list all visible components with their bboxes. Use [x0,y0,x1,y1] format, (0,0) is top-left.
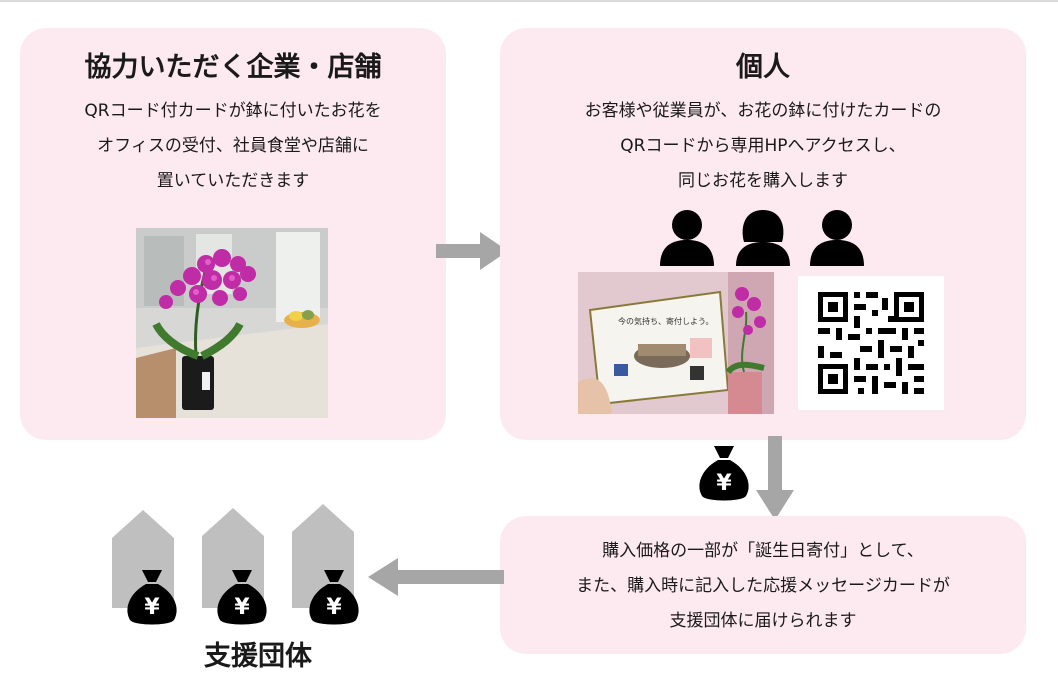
companies-title: 協力いただく企業・店舗 [84,52,382,83]
donation-panel: 購入価格の一部が「誕生日寄付」として、 また、購入時に記入した応援メッセージカー… [500,516,1026,654]
person-icon [808,208,866,270]
individuals-panel: 個人 お客様や従業員が、お花の鉢に付けたカードの QRコードから専用HPへアクセ… [500,28,1026,440]
house-icon [292,504,354,612]
yen-symbol: ¥ [716,471,732,496]
arrow-right-icon [436,232,508,274]
money-bag-icon: ¥ [306,566,362,630]
individuals-text-line: お客様や従業員が、お花の鉢に付けたカードの [584,101,942,121]
yen-symbol: ¥ [144,595,160,620]
donation-text: 購入価格の一部が「誕生日寄付」として、 また、購入時に記入した応援メッセージカー… [500,534,1026,639]
qr-code-icon [798,276,944,410]
orchid-office-photo [136,228,328,418]
house-icon [202,508,264,612]
money-bag-icon: ¥ [696,442,752,506]
companies-text-line: QRコード付カードが鉢に付いたお花を [84,101,382,121]
card-photo-text: 今の気持ち、寄付しよう。 [618,316,714,326]
donation-text-line: 支援団体に届けられます [669,611,857,631]
arrow-left-icon [368,558,504,600]
individuals-title: 個人 [736,52,790,83]
companies-panel: 協力いただく企業・店舗 QRコード付カードが鉢に付いたお花を オフィスの受付、社… [20,28,446,440]
person-icon [658,208,716,270]
qr-card-photo: 今の気持ち、寄付しよう。 [578,272,774,414]
individuals-text-line: QRコードから専用HPへアクセスし、 [620,136,906,156]
individuals-text-line: 同じお花を購入します [678,171,848,191]
companies-text-line: 置いていただきます [156,171,310,191]
support-orgs-label: 支援団体 [204,641,312,672]
donation-text-line: また、購入時に記入した応援メッセージカードが [576,576,950,596]
yen-symbol: ¥ [326,595,342,620]
money-bag-icon: ¥ [214,566,270,630]
money-bag-icon: ¥ [124,566,180,630]
individuals-text: お客様や従業員が、お花の鉢に付けたカードの QRコードから専用HPへアクセスし、… [500,94,1026,199]
house-icon [112,510,174,612]
yen-symbol: ¥ [234,595,250,620]
companies-text: QRコード付カードが鉢に付いたお花を オフィスの受付、社員食堂や店舗に 置いてい… [20,94,446,199]
donation-text-line: 購入価格の一部が「誕生日寄付」として、 [602,541,924,561]
person-female-icon [734,208,792,270]
arrow-down-icon [756,436,794,524]
companies-text-line: オフィスの受付、社員食堂や店舗に [97,136,369,156]
top-divider [0,0,1058,2]
